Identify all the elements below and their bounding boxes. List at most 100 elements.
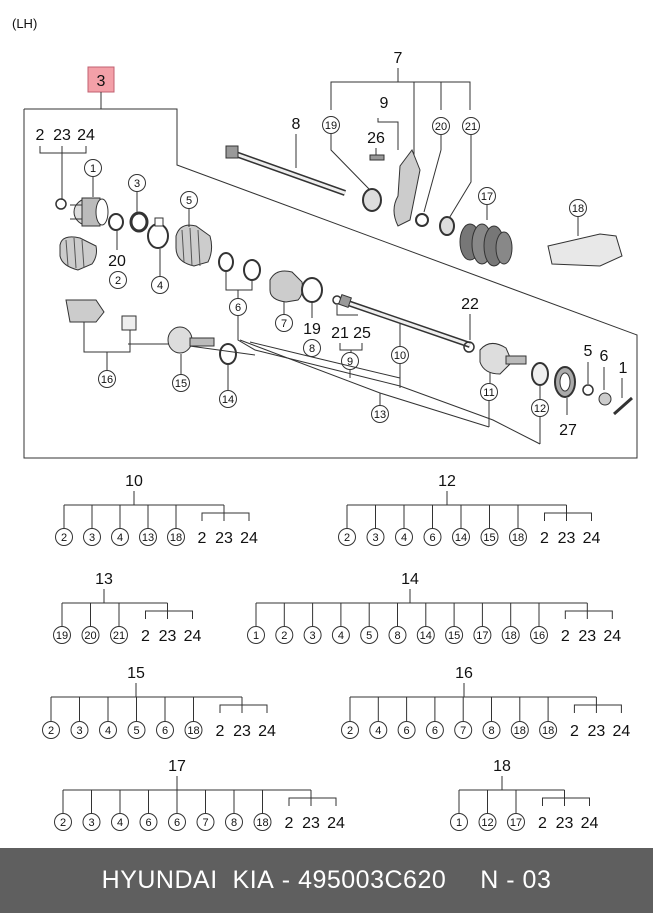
cv-boot-outer [175,224,213,267]
kit-item-label: 3 [88,817,94,829]
bearing [362,188,382,212]
kit-item-label: 4 [375,725,381,737]
kit-item-label: 15 [483,532,495,544]
kit-item-circle [482,721,501,739]
kit-item-circle [53,626,71,644]
kit-item-label: 1 [253,630,259,642]
kit-item-circle [253,813,272,831]
kit-item-label: 3 [372,532,378,544]
ref-2: 2 [36,127,45,144]
kit-item-label: 6 [162,725,168,737]
kit-item-label: 2 [281,630,287,642]
kit-plain-label: 24 [327,815,345,832]
kit-plain-label: 23 [558,530,576,547]
kit-item-label: 4 [401,532,407,544]
kit-item-circle [480,528,499,546]
kit-item-label: 5 [133,725,139,737]
kit-item-circle [275,626,294,644]
kit-plain-label: 24 [583,530,601,547]
callout-18: 18 [572,203,584,215]
kit-item-circle [507,813,525,831]
kit-item-circle [341,721,359,739]
kit-item-circle [139,528,157,546]
kit-item-circle [510,721,529,739]
kit-item-label: 18 [170,532,182,544]
callout-8: 8 [309,343,315,355]
kit-plain-label: 2 [561,628,570,645]
label-7: 7 [394,50,403,67]
kit-item-label: 6 [429,532,435,544]
kit-title: 13 [95,571,113,588]
callout-9: 9 [347,356,353,368]
kit-item-circle [127,721,146,739]
kit-item-label: 17 [476,630,488,642]
kit-item-circle [42,721,60,739]
inboard-joint-housing [167,326,215,354]
kit-item-circle [110,626,128,644]
kit-item-circle [167,528,185,546]
label-9: 9 [380,95,389,112]
kit-item-circle [416,626,435,644]
callout-7: 7 [281,318,287,330]
kit-item-label: 16 [533,630,545,642]
kit-plain-label: 23 [159,628,177,645]
kit-item-label: 6 [174,817,180,829]
kit-plain-label: 2 [141,628,150,645]
kit-plain-label: 2 [540,530,549,547]
cv-boot-inner [269,270,303,303]
kit-item-circle [247,626,265,644]
label-26: 26 [367,130,385,147]
kit-item-label: 2 [48,725,54,737]
bracket [393,148,421,227]
kit-item-label: 17 [510,817,522,829]
kit-item-circle [369,721,388,739]
tripod-joint [65,299,137,331]
label-27: 27 [559,422,577,439]
kit-item-circle [501,626,520,644]
kit-plain-label: 23 [588,723,606,740]
kit-item-circle [360,626,379,644]
callout-4: 4 [157,280,163,292]
kit-plain-label: 24 [581,815,599,832]
kit-item-label: 7 [460,725,466,737]
footer-page-ref: N - 03 [480,866,552,894]
kit-item-circle [395,528,413,546]
kit-item-label: 1 [456,817,462,829]
label-6: 6 [600,348,609,365]
ref-23: 23 [53,127,71,144]
kit-plain-label: 24 [258,723,276,740]
callout-11: 11 [483,387,494,399]
assembly-frame [23,108,638,459]
kit-item-circle [366,528,385,546]
callout-2: 2 [115,275,121,287]
kit-item-circle [54,813,72,831]
kit-plain-label: 2 [570,723,579,740]
kit-item-label: 7 [202,817,208,829]
kit-item-circle [111,528,129,546]
kit-item-label: 2 [60,817,66,829]
kit-item-circle [111,813,129,831]
kit-item-circle [82,813,101,831]
callout-14: 14 [222,394,234,406]
callout-15: 15 [175,378,187,390]
kit-item-circle [196,813,215,831]
kit-item-circle [530,626,548,644]
kit-item-circle [156,721,174,739]
label-5: 5 [584,343,593,360]
kit-item-label: 3 [310,630,316,642]
kit-item-label: 6 [145,817,151,829]
kit-item-label: 3 [76,725,82,737]
outboard-cv-joint-right [479,343,527,375]
ref-24: 24 [77,127,95,144]
kit-item-label: 8 [488,725,494,737]
kit-item-label: 4 [338,630,344,642]
kit-plain-label: 24 [184,628,202,645]
kit-item-circle [331,626,350,644]
kit-title: 17 [168,758,186,775]
label-8: 8 [292,116,301,133]
kit-item-label: 4 [117,817,123,829]
footer-separator: - [274,866,299,894]
